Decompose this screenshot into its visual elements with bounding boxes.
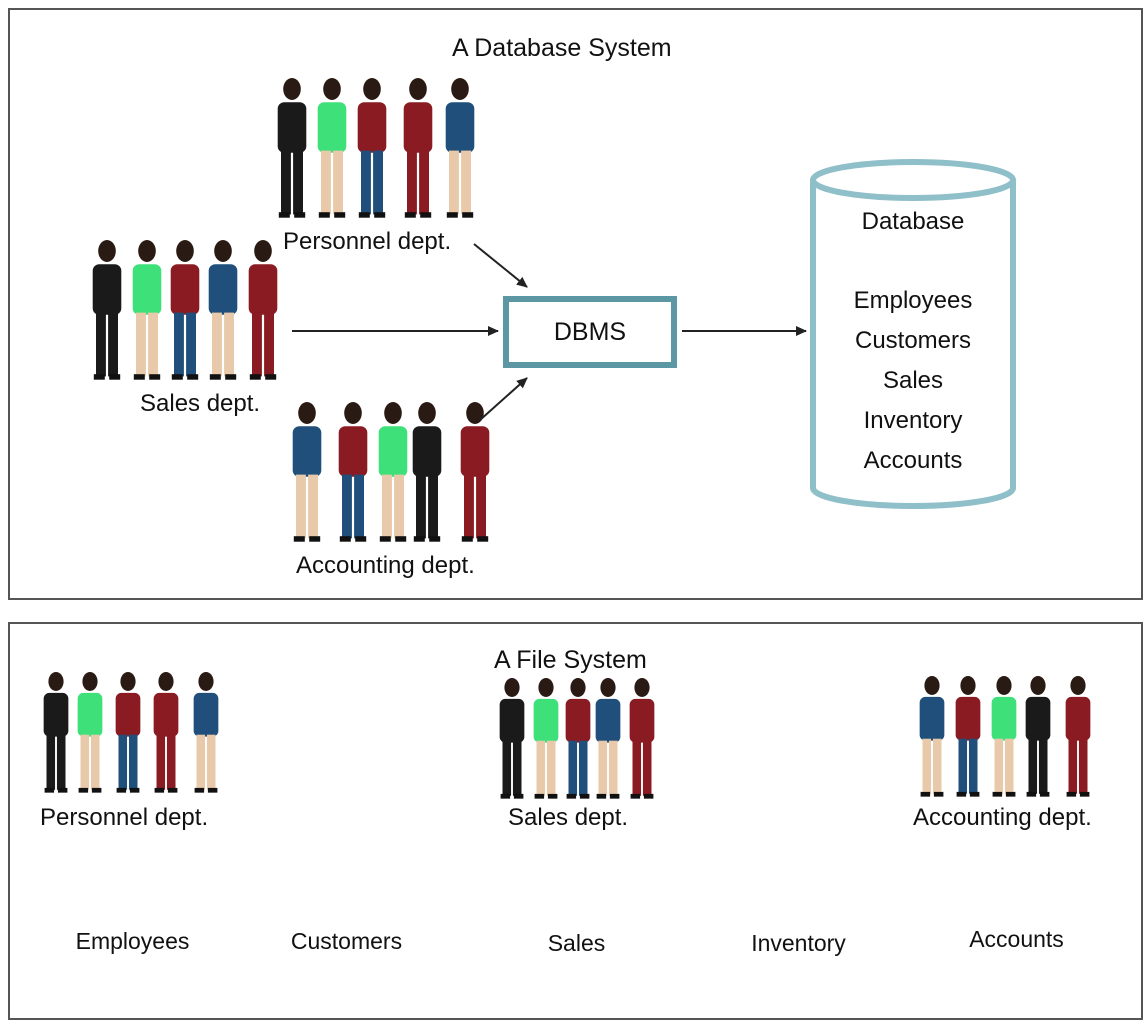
dbms-box bbox=[503, 296, 677, 368]
person-icon bbox=[92, 240, 122, 380]
person-icon bbox=[533, 678, 559, 799]
file-label-employees: Employees bbox=[75, 928, 190, 954]
person-icon bbox=[170, 240, 200, 380]
personnel-dept-label: Personnel dept. bbox=[283, 228, 452, 255]
people-group-icon bbox=[43, 672, 219, 793]
personnel-dept-label-fs: Personnel dept. bbox=[40, 804, 209, 831]
database-item: Employees bbox=[853, 287, 973, 314]
people-group-icon bbox=[92, 240, 278, 380]
accounting-dept-label: Accounting dept. bbox=[296, 552, 475, 579]
person-icon bbox=[193, 672, 219, 793]
person-icon bbox=[412, 402, 442, 542]
database-title: Database bbox=[861, 208, 965, 235]
database-system-title: A Database System bbox=[452, 34, 672, 62]
person-icon bbox=[208, 240, 238, 380]
person-icon bbox=[991, 676, 1017, 797]
person-icon bbox=[629, 678, 655, 799]
person-icon bbox=[595, 678, 621, 799]
person-icon bbox=[565, 678, 591, 799]
person-icon bbox=[292, 402, 322, 542]
person-icon bbox=[460, 402, 490, 542]
database-contents: Employees Customers Sales Inventory Acco… bbox=[828, 281, 998, 481]
person-icon bbox=[1065, 676, 1091, 797]
person-icon bbox=[919, 676, 945, 797]
person-icon bbox=[403, 78, 433, 218]
file-label-customers: Customers bbox=[290, 928, 403, 954]
person-icon bbox=[357, 78, 387, 218]
person-icon bbox=[43, 672, 69, 793]
people-group-icon bbox=[277, 78, 475, 218]
person-icon bbox=[277, 78, 307, 218]
person-icon bbox=[132, 240, 162, 380]
file-label-accounts: Accounts bbox=[969, 926, 1064, 952]
people-group-icon bbox=[919, 676, 1091, 797]
people-group-icon bbox=[499, 678, 655, 799]
person-icon bbox=[499, 678, 525, 799]
sales-dept-label-fs: Sales dept. bbox=[508, 804, 629, 831]
file-label-inventory: Inventory bbox=[751, 930, 846, 956]
person-icon bbox=[77, 672, 103, 793]
dbms-label: DBMS bbox=[553, 318, 627, 346]
file-label-sales: Sales bbox=[547, 930, 606, 956]
person-icon bbox=[317, 78, 347, 218]
person-icon bbox=[338, 402, 368, 542]
database-item: Customers bbox=[854, 327, 972, 354]
database-item: Inventory bbox=[863, 407, 963, 434]
database-item: Sales bbox=[882, 367, 944, 394]
person-icon bbox=[248, 240, 278, 380]
person-icon bbox=[153, 672, 179, 793]
file-system-title: A File System bbox=[494, 646, 647, 674]
accounting-dept-label-fs: Accounting dept. bbox=[913, 804, 1092, 831]
people-group-icon bbox=[292, 402, 490, 542]
database-item: Accounts bbox=[863, 447, 963, 474]
sales-dept-label: Sales dept. bbox=[140, 390, 261, 417]
person-icon bbox=[115, 672, 141, 793]
person-icon bbox=[445, 78, 475, 218]
person-icon bbox=[955, 676, 981, 797]
person-icon bbox=[378, 402, 408, 542]
person-icon bbox=[1025, 676, 1051, 797]
